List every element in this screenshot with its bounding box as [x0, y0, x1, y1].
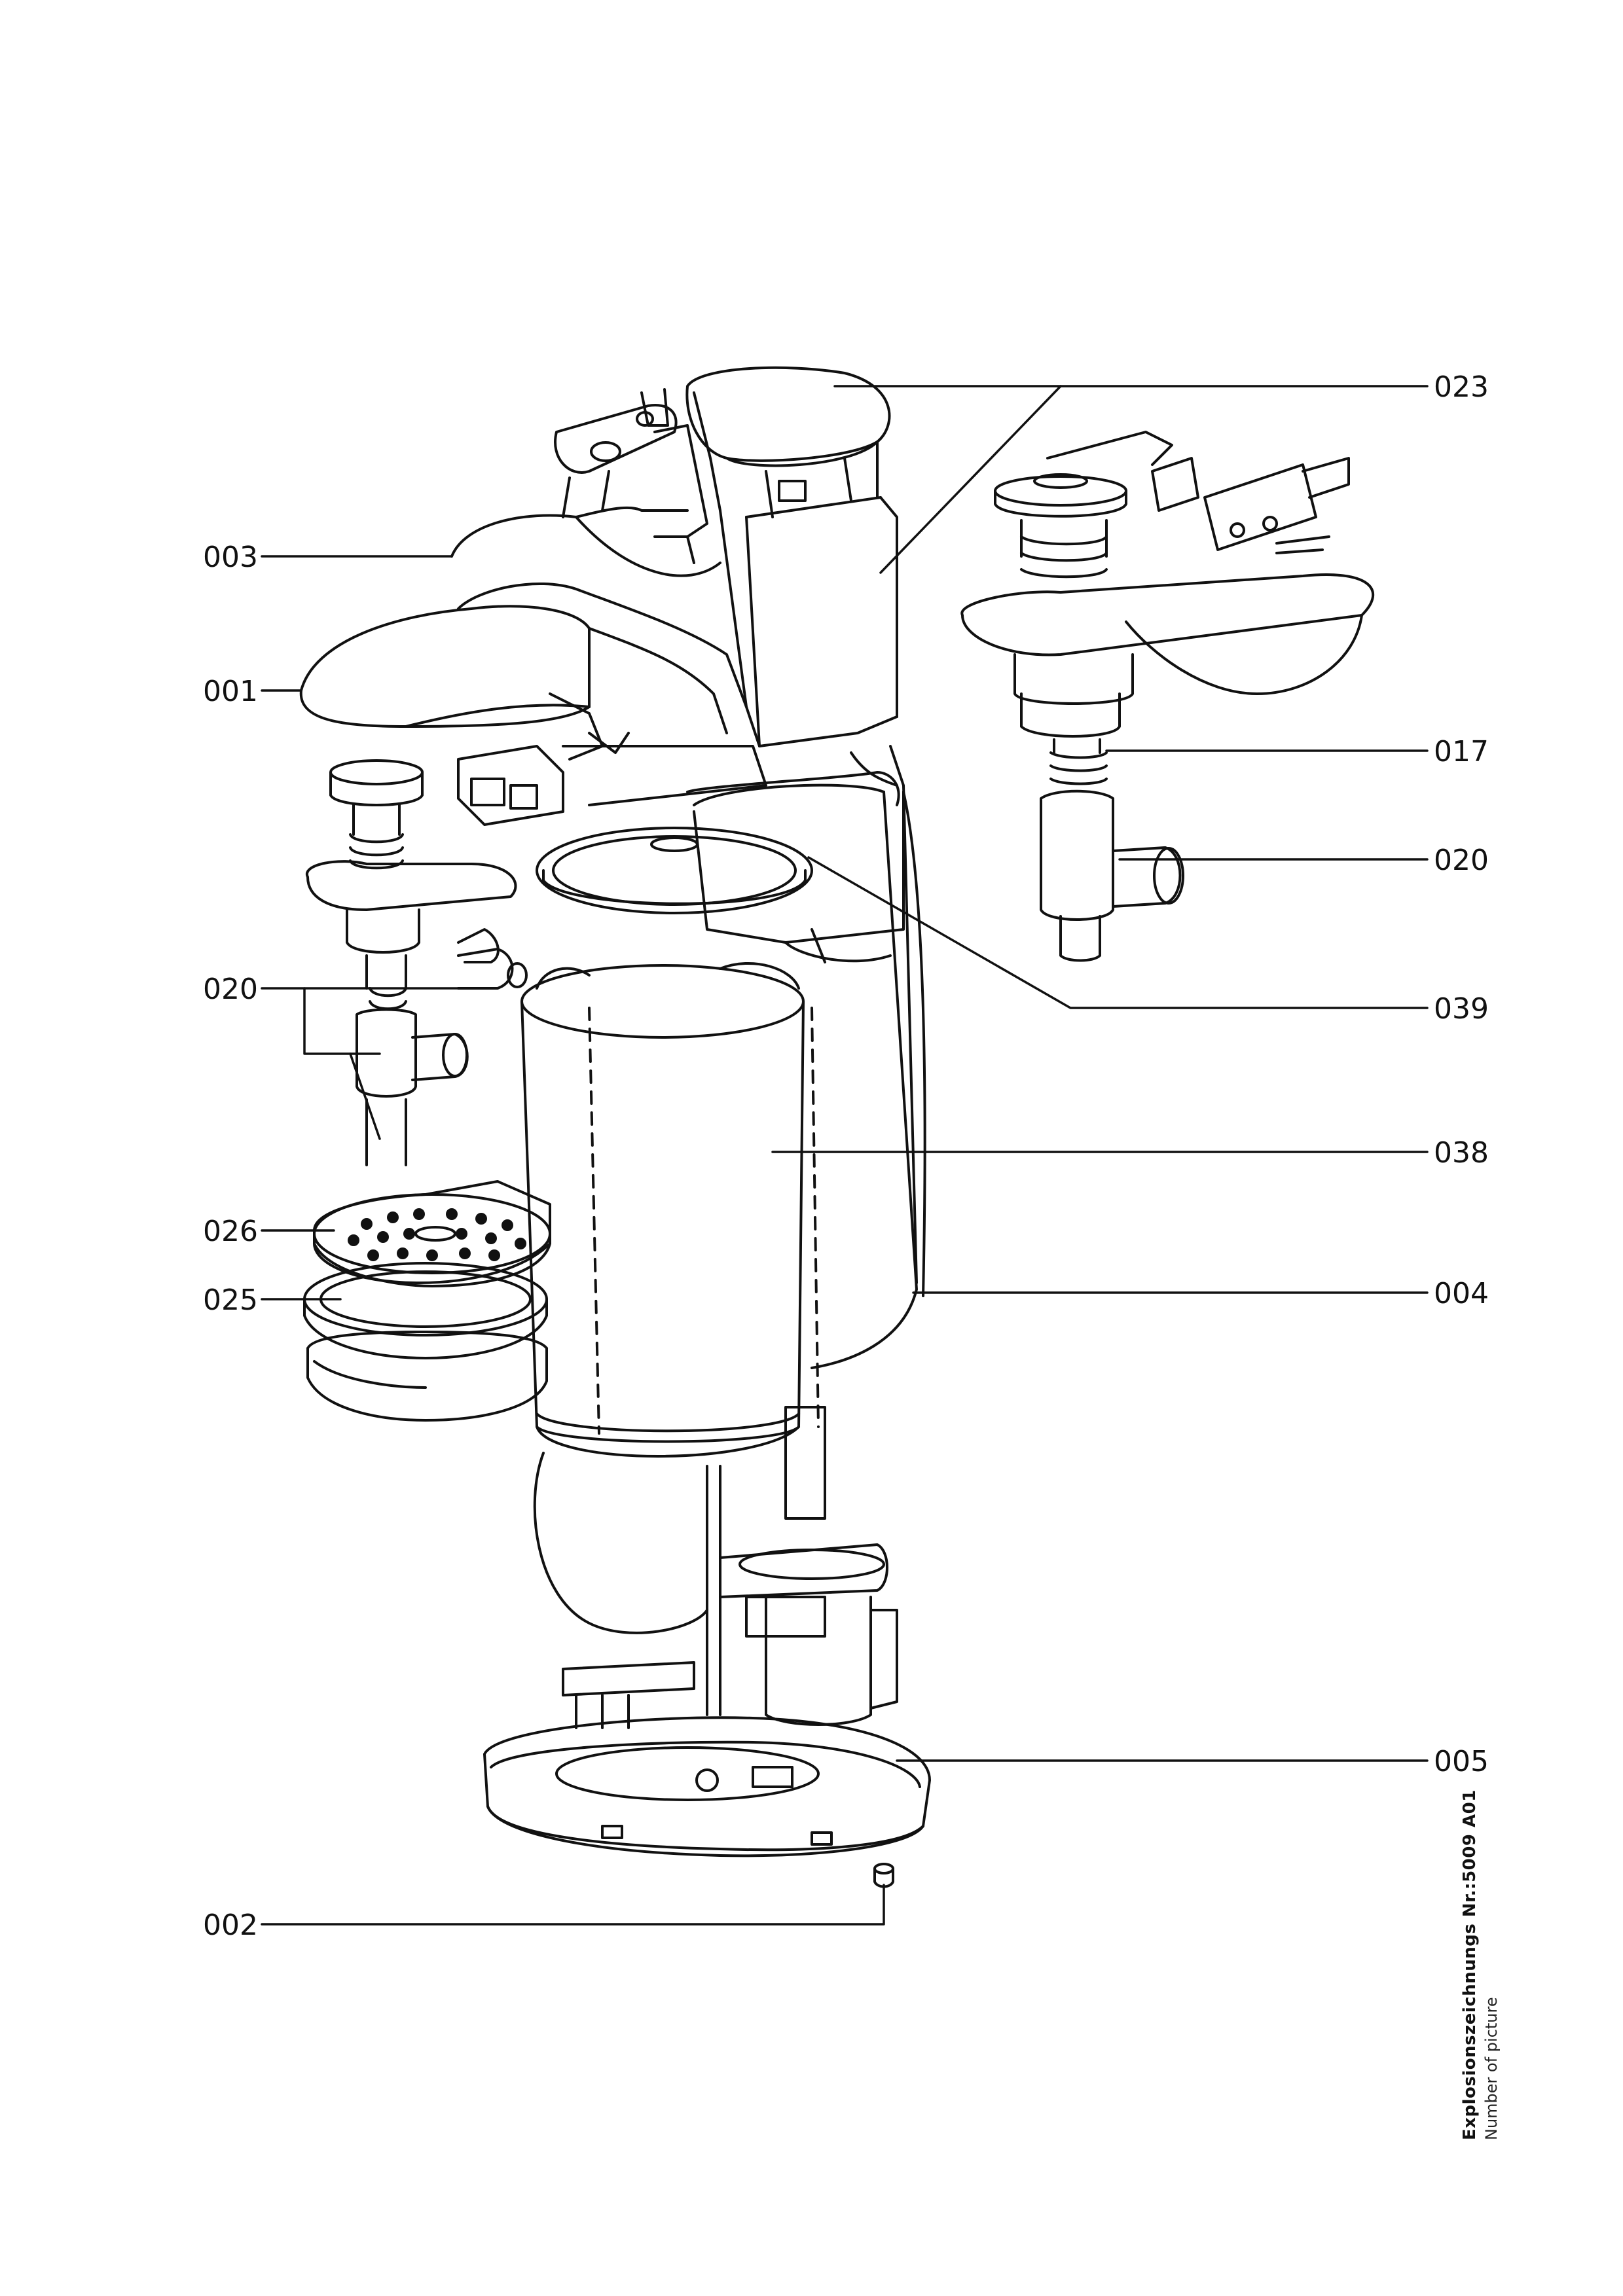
- valve-assembly-right: [960, 431, 1375, 962]
- callout-004: 004: [1434, 1277, 1489, 1310]
- callout-026: 026: [203, 1215, 258, 1248]
- part-038-tank: [520, 962, 820, 1458]
- part-003-housing: [450, 388, 721, 577]
- part-039-disc: [536, 827, 813, 914]
- callout-020-right: 020: [1434, 844, 1489, 877]
- part-023-top-cover: [685, 366, 898, 747]
- callout-020-left: 020: [203, 973, 258, 1006]
- part-004-outer-housing: [693, 783, 918, 1369]
- callout-025: 025: [203, 1283, 258, 1317]
- part-025-drip-tray: [303, 1262, 548, 1422]
- caption-title: Explosionszeichnungs Nr.:5009 A01: [1460, 1789, 1480, 2140]
- callout-017: 017: [1434, 735, 1489, 768]
- callout-005: 005: [1434, 1745, 1489, 1778]
- callout-001: 001: [203, 675, 258, 708]
- callout-023: 023: [1434, 370, 1489, 404]
- valve-assembly-left: [305, 759, 528, 1166]
- part-005-base-plate: [483, 1716, 931, 1857]
- strainer-holes: [348, 1208, 526, 1261]
- caption-subtitle: Number of picture: [1482, 1997, 1501, 2140]
- part-026-strainer-plate: [313, 1180, 551, 1287]
- callout-003: 003: [203, 541, 258, 574]
- leader-lines: [261, 385, 1429, 1926]
- callout-038: 038: [1434, 1136, 1489, 1170]
- part-001-front-cover: [299, 582, 748, 761]
- part-002-foot: [873, 1863, 894, 1888]
- callout-039: 039: [1434, 992, 1489, 1026]
- callout-002: 002: [203, 1909, 258, 1942]
- chassis-lower-assembly: [533, 1406, 898, 1729]
